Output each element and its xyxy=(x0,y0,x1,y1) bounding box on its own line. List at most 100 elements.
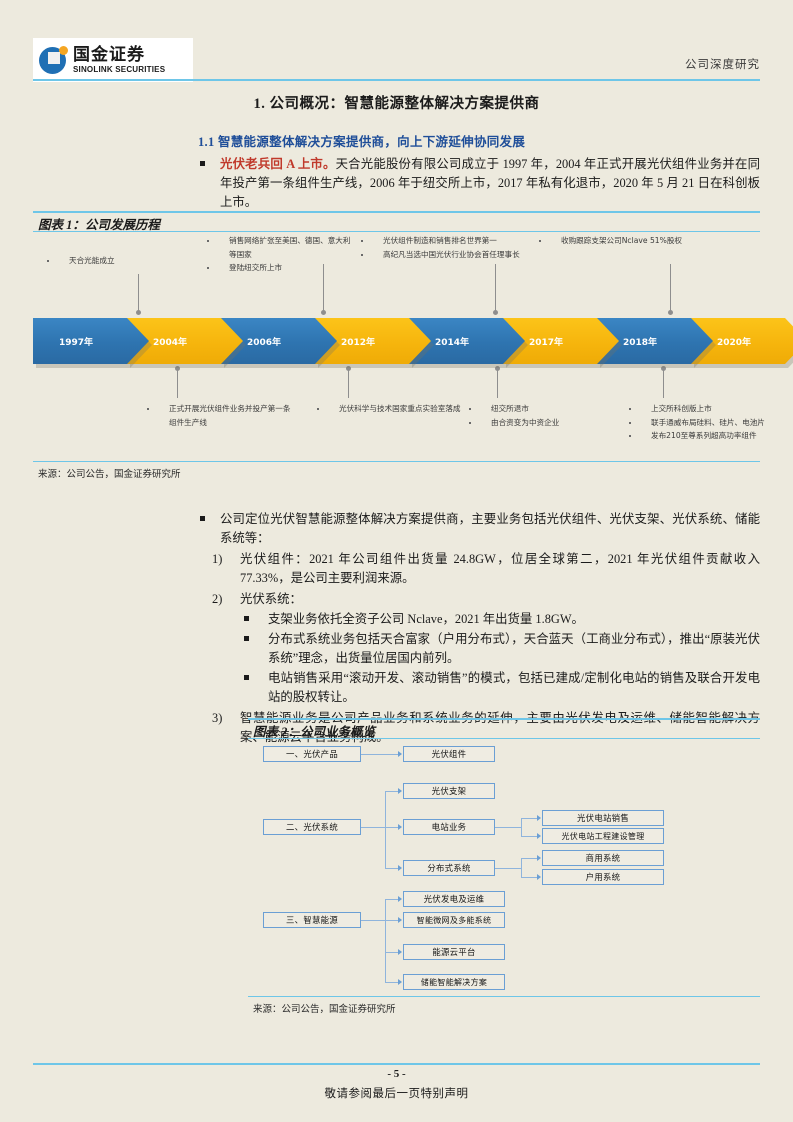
business-item-2: 2) 光伏系统： xyxy=(198,590,760,609)
business-headline: 公司定位光伏智慧能源整体解决方案提供商，主要业务包括光伏组件、光伏支架、光伏系统… xyxy=(198,510,760,548)
timeline-year-2006: 2006年 xyxy=(247,337,282,348)
timeline-year-2017: 2017年 xyxy=(529,337,564,348)
timeline-line-top-4 xyxy=(670,264,671,312)
timeline-dot-bot-3 xyxy=(495,366,500,371)
timeline-line-bot-4 xyxy=(663,370,664,398)
timeline-line-bot-2 xyxy=(348,370,349,398)
org-connector xyxy=(361,827,385,828)
org-l3-station-sales: 光伏电站销售 xyxy=(542,810,664,826)
timeline-line-top-1 xyxy=(138,274,139,312)
org-l2-station: 电站业务 xyxy=(403,819,495,835)
company-timeline-chart: 天合光能成立 销售网络扩张至美国、德国、意大利等国家 登陆纽交所上市 光伏组件制… xyxy=(33,232,760,460)
timeline-note-2020: 上交所科创版上市 联手通威布局硅料、硅片、电池片 发布210至尊系列超高功率组件 xyxy=(623,402,783,443)
timeline-note-2004: 正式开展光伏组件业务并投产第一条组件生产线 xyxy=(141,402,293,429)
org-arrow-icon xyxy=(537,833,541,839)
timeline-dot-top-4 xyxy=(668,310,673,315)
org-arrow-icon xyxy=(537,874,541,880)
business-item-2-sub-2: 分布式系统业务包括天合富家（户用分布式），天合蓝天（工商业分布式），推出“原装光… xyxy=(198,630,760,668)
intro-lead: 光伏老兵回 A 上市。 xyxy=(220,157,336,171)
org-connector xyxy=(495,827,521,828)
timeline-line-bot-3 xyxy=(497,370,498,398)
org-connector xyxy=(385,952,400,953)
org-arrow-icon xyxy=(537,855,541,861)
list-number: 2) xyxy=(212,592,223,606)
org-connector xyxy=(361,754,400,755)
org-arrow-icon xyxy=(398,751,402,757)
timeline-year-2012: 2012年 xyxy=(341,337,376,348)
org-arrow-icon xyxy=(398,896,402,902)
org-arrow-icon xyxy=(398,824,402,830)
timeline-year-2014: 2014年 xyxy=(435,337,470,348)
org-l3-commercial: 商用系统 xyxy=(542,850,664,866)
exhibit2-top-rule xyxy=(248,718,760,720)
page-number: - 5 - xyxy=(387,1068,406,1080)
org-arrow-icon xyxy=(398,865,402,871)
exhibit2-title: 图表 2：公司业务概览 xyxy=(253,725,375,739)
org-l3-station-epc: 光伏电站工程建设管理 xyxy=(542,828,664,844)
timeline-dot-top-1 xyxy=(136,310,141,315)
intro-paragraph: 光伏老兵回 A 上市。天合光能股份有限公司成立于 1997 年，2004 年正式… xyxy=(198,155,760,212)
sinolink-logo: 国金证券 SINOLINK SECURITIES xyxy=(33,38,193,82)
org-arrow-icon xyxy=(398,979,402,985)
bullet-square-icon xyxy=(244,616,249,621)
org-connector xyxy=(385,920,400,921)
timeline-year-2018: 2018年 xyxy=(623,337,658,348)
bullet-square-icon xyxy=(200,161,205,166)
org-l2-microgrid: 智能微网及多能系统 xyxy=(403,912,505,928)
org-connector xyxy=(385,899,386,982)
timeline-note-2014: 光伏组件制造和销售排名世界第一 高纪凡当选中国光伏行业协会首任理事长 xyxy=(355,234,537,261)
logo-english-name: SINOLINK SECURITIES xyxy=(73,64,166,74)
timeline-arrow-band: 1997年 2004年 2006年 2012年 2014年 2017年 xyxy=(33,318,760,364)
header-category-label: 公司深度研究 xyxy=(685,59,760,71)
org-l2-mounting: 光伏支架 xyxy=(403,783,495,799)
footer-divider xyxy=(33,1063,760,1065)
business-item-1: 1) 光伏组件：2021 年公司组件出货量 24.8GW，位居全球第二，2021… xyxy=(212,552,760,585)
org-connector xyxy=(385,868,400,869)
timeline-year-2020: 2020年 xyxy=(717,337,752,348)
timeline-year-1997: 1997年 xyxy=(59,337,94,348)
org-arrow-icon xyxy=(398,788,402,794)
org-l2-cloud: 能源云平台 xyxy=(403,944,505,960)
timeline-line-top-2 xyxy=(323,264,324,312)
org-connector xyxy=(521,858,522,878)
exhibit1-title-rule xyxy=(33,231,760,233)
timeline-year-2004: 2004年 xyxy=(153,337,188,348)
org-l3-residential: 户用系统 xyxy=(542,869,664,885)
bullet-square-icon xyxy=(200,516,205,521)
timeline-dot-top-3 xyxy=(493,310,498,315)
exhibit1-top-rule xyxy=(33,211,760,213)
org-l2-pv-ops: 光伏发电及运维 xyxy=(403,891,505,907)
org-l2-storage: 储能智能解决方案 xyxy=(403,974,505,990)
org-connector xyxy=(521,818,539,819)
org-arrow-icon xyxy=(398,949,402,955)
org-l2-module: 光伏组件 xyxy=(403,746,495,762)
timeline-dot-top-2 xyxy=(321,310,326,315)
business-overview-text: 公司定位光伏智慧能源整体解决方案提供商，主要业务包括光伏组件、光伏支架、光伏系统… xyxy=(198,510,760,747)
org-connector xyxy=(521,818,522,837)
timeline-note-2012: 光伏科学与技术国家重点实验室落成 xyxy=(311,402,471,416)
org-l1-systems: 二、光伏系统 xyxy=(263,819,361,835)
page-title: 1. 公司概况：智慧能源整体解决方案提供商 xyxy=(253,96,540,112)
org-connector xyxy=(385,982,400,983)
timeline-dot-bot-4 xyxy=(661,366,666,371)
list-number: 3) xyxy=(212,711,223,725)
timeline-line-bot-1 xyxy=(177,370,178,398)
business-structure-diagram: 一、光伏产品 二、光伏系统 三、智慧能源 光伏组件 光伏支架 电站业务 分布式系… xyxy=(255,740,760,995)
header-divider xyxy=(33,79,760,81)
org-connector xyxy=(361,920,385,921)
section-subtitle: 1.1 智慧能源整体解决方案提供商，向上下游延伸协同发展 xyxy=(198,135,526,149)
org-arrow-icon xyxy=(398,917,402,923)
timeline-arrow-2006: 2006年 xyxy=(221,318,337,364)
exhibit2-source: 来源：公司公告，国金证券研究所 xyxy=(253,1005,396,1015)
timeline-line-top-3 xyxy=(495,264,496,312)
brand-mark-icon xyxy=(39,45,68,74)
org-connector xyxy=(495,868,521,869)
org-connector xyxy=(385,791,400,792)
exhibit1-title: 图表 1：公司发展历程 xyxy=(38,218,160,232)
org-l1-products: 一、光伏产品 xyxy=(263,746,361,762)
org-connector xyxy=(521,858,539,859)
exhibit2-title-rule xyxy=(248,738,760,740)
exhibit2-bottom-rule xyxy=(248,996,760,998)
org-l2-distributed: 分布式系统 xyxy=(403,860,495,876)
